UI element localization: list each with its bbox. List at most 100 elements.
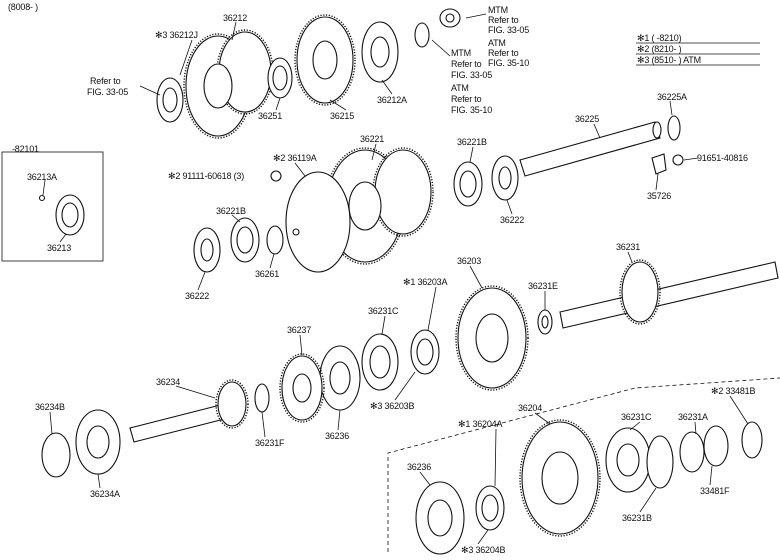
part-label-l49: 36234A <box>90 489 120 499</box>
legend-box <box>636 42 760 66</box>
part-label-l57: 36231B <box>622 513 652 523</box>
bolt-symbol-icon <box>270 170 282 182</box>
part-36203B-bearing <box>410 329 440 375</box>
part-label-l47: 36231F <box>255 438 285 448</box>
part-label-l28: 36221B <box>457 137 487 147</box>
part-label-l26: 35726 <box>647 191 672 201</box>
part-36231C-sleeve <box>361 333 399 391</box>
part-label-l37: 36222 <box>185 291 210 301</box>
part-label-hdr: (8008- ) <box>8 2 38 12</box>
part-label-l51: 36204 <box>518 403 543 413</box>
part-label-l15: Refer to <box>451 59 482 69</box>
part-label-l29: 36222 <box>500 215 525 225</box>
part-label-l12: Refer to <box>488 48 519 58</box>
part-36231-shaft <box>559 259 779 329</box>
part-label-l16: FIG. 33-05 <box>451 70 493 80</box>
part-36234-shaft <box>129 379 249 443</box>
part-36225A-ring <box>667 115 681 141</box>
part-label-l56: 33481F <box>700 486 730 496</box>
part-36234A-bearing <box>75 409 121 475</box>
part-36234B-snap-ring <box>41 432 71 478</box>
part-label-l21: ✻2 (8210- ) <box>637 44 682 54</box>
part-label-l33: ✻2 36119A <box>273 153 317 163</box>
part-label-l3: Refer to <box>90 76 121 86</box>
part-label-l2: ✻3 36212J <box>155 30 198 40</box>
part-36222-retainer <box>491 155 519 201</box>
part-label-l44: 36234 <box>156 377 181 387</box>
part-label-l30: -82101 <box>12 144 39 154</box>
part-36231E <box>537 309 553 335</box>
part-36221B-bearing <box>453 161 483 207</box>
part-36119A-plate <box>285 171 351 273</box>
part-label-l58: ✻3 36204B <box>461 545 506 555</box>
part-36236-hub-lower <box>415 481 465 555</box>
nut-icon <box>439 8 461 28</box>
part-label-l43: 36237 <box>287 325 312 335</box>
part-label-l54: 36231A <box>678 412 708 422</box>
part-36237-gear <box>279 353 325 423</box>
part-label-l14: MTM <box>451 48 471 58</box>
dashed-group-box <box>387 377 780 552</box>
part-35726-plate <box>651 153 667 175</box>
part-label-l8: MTM <box>488 5 508 15</box>
part-label-l55: 36236 <box>407 462 432 472</box>
part-label-l27: 36221 <box>360 134 385 144</box>
part-label-l19: FIG. 35-10 <box>451 105 493 115</box>
part-label-l6: 36215 <box>330 111 355 121</box>
part-label-l32: 36213 <box>47 243 72 253</box>
part-label-l5: 36251 <box>258 111 283 121</box>
part-label-l11: ATM <box>488 38 506 48</box>
bolt-symbol-icon <box>672 154 684 166</box>
part-label-l41: 36231 <box>616 242 641 252</box>
part-36204B-bearing <box>475 485 505 531</box>
part-label-l50: ✻2 33481B <box>711 386 756 396</box>
part-36251 <box>267 57 293 99</box>
part-label-l31: 36213A <box>27 172 57 182</box>
part-36204-gear <box>519 419 601 537</box>
part-label-l22: ✻3 (8510- ) ATM <box>637 55 701 65</box>
part-36225-shaft <box>519 121 662 177</box>
inset-box <box>1 151 104 262</box>
part-label-l42: 36231C <box>368 306 399 316</box>
part-36213 <box>55 194 85 236</box>
part-label-l17: ATM <box>451 83 469 93</box>
part-36203-gear <box>455 285 529 391</box>
part-36261-spacer <box>266 225 284 255</box>
part-label-l9: Refer to <box>488 15 519 25</box>
part-label-l34: ✻2 91111-60618 (3) <box>168 171 244 181</box>
part-label-l46: 36236 <box>325 431 350 441</box>
part-label-l38: 36203 <box>457 256 482 266</box>
part-label-l18: Refer to <box>451 94 482 104</box>
part-36231B-ring <box>646 435 674 489</box>
washer-icon <box>414 22 430 48</box>
part-label-l39: ✻1 36203A <box>403 277 448 287</box>
part-label-l48: 36234B <box>35 402 65 412</box>
part-label-l52: ✻1 36204A <box>458 419 503 429</box>
part-label-l24: 36225 <box>575 114 600 124</box>
part-36221B-bearing-left <box>230 217 260 263</box>
part-label-l10: FIG. 33-05 <box>488 25 530 35</box>
part-36213A <box>38 194 46 202</box>
part-36231A-bearing <box>679 425 729 473</box>
part-36215-gear <box>294 14 356 106</box>
part-label-l25: 91651-40816 <box>697 153 748 163</box>
part-label-l35: 36221B <box>216 206 246 216</box>
part-label-l40: 36231E <box>528 281 558 291</box>
part-36212J <box>156 77 184 123</box>
part-36222-retainer-left <box>193 227 221 273</box>
leader-lines <box>42 13 749 545</box>
part-36231C-sleeve-lower <box>605 427 651 493</box>
part-36212A-bearing <box>361 21 399 83</box>
part-36231F-ring <box>254 383 270 413</box>
part-36212-gear <box>183 29 274 139</box>
part-36236-hub <box>319 345 361 411</box>
part-label-l20: ✻1 ( -8210) <box>637 33 682 43</box>
part-label-l4: FIG. 33-05 <box>87 87 129 97</box>
part-label-l13: FIG. 35-10 <box>488 58 530 68</box>
part-label-l36: 36261 <box>255 269 280 279</box>
part-label-l1: 36212 <box>223 13 248 23</box>
part-label-l7: 36212A <box>377 95 407 105</box>
part-33481B-ring <box>741 421 763 459</box>
